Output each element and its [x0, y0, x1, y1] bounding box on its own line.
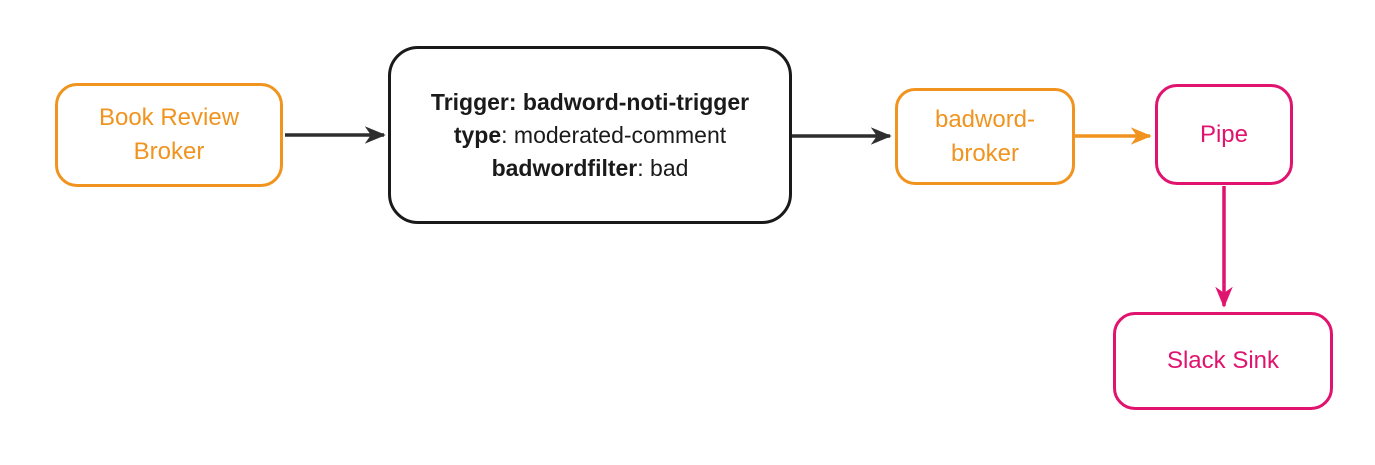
node-book-review-broker-label: Book Review Broker	[98, 104, 240, 165]
node-trigger: Trigger: badword-noti-trigger type: mode…	[388, 46, 792, 224]
node-badword-broker: badword-broker	[895, 88, 1075, 185]
trigger-line-2: type: moderated-comment	[453, 121, 727, 148]
node-pipe-label: Pipe	[1199, 120, 1249, 148]
node-pipe: Pipe	[1155, 84, 1293, 185]
node-slack-sink: Slack Sink	[1113, 312, 1333, 410]
node-book-review-broker: Book Review Broker	[55, 83, 283, 187]
node-badword-broker-label: badword-broker	[934, 105, 1036, 167]
trigger-line-3: badwordfilter: bad	[491, 154, 689, 181]
node-slack-sink-label: Slack Sink	[1166, 347, 1280, 374]
trigger-line-1: Trigger: badword-noti-trigger	[430, 88, 750, 115]
